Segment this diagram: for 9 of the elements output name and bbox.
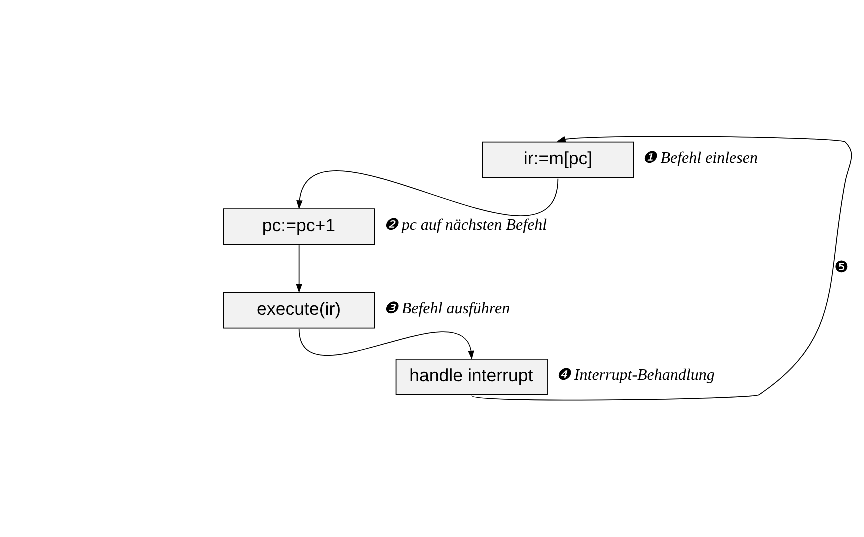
node-label: ❶ Befehl einlesen <box>642 150 758 168</box>
node-label: ❸ Befehl ausführen <box>384 300 510 318</box>
arrow <box>471 136 852 401</box>
arrow <box>296 170 559 216</box>
arrow <box>296 245 302 294</box>
edge-label: ❺ <box>834 260 849 277</box>
node-label: ❷ pc auf nächsten Befehl <box>384 216 548 234</box>
node-label: ❹ Interrupt-Behandlung <box>556 367 715 384</box>
arrow <box>298 328 474 360</box>
